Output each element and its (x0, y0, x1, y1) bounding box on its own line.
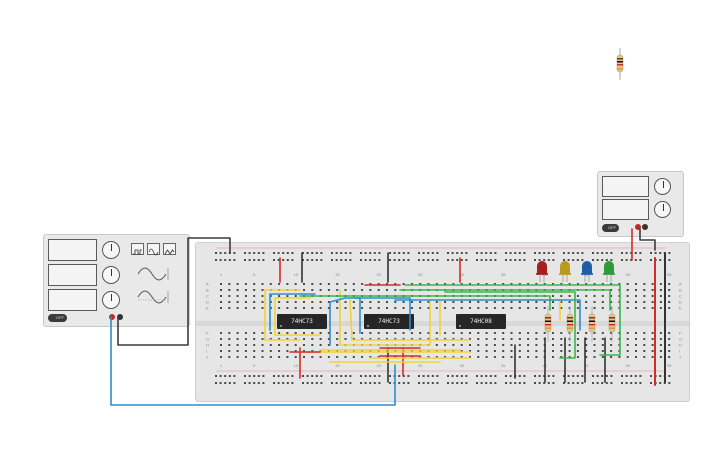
row-letter: I (206, 349, 207, 354)
column-number: 10 (293, 272, 298, 277)
positive-terminal[interactable] (635, 224, 641, 230)
row-letter: B (679, 288, 682, 293)
sine-wave-button[interactable] (147, 243, 160, 256)
column-number: 1 (220, 272, 223, 277)
current-display (602, 199, 649, 220)
row-letter: D (679, 300, 682, 305)
column-number: 15 (335, 272, 340, 277)
fg-negative-terminal[interactable] (117, 314, 123, 320)
column-number: 10 (293, 363, 298, 368)
column-number: 55 (667, 272, 672, 277)
display-offset (48, 289, 97, 311)
column-number: 45 (584, 363, 589, 368)
voltage-display (602, 176, 649, 197)
row-letter: J (206, 355, 208, 360)
ic-chip-3[interactable]: 74HC08 (456, 314, 506, 329)
column-number: 1 (220, 363, 223, 368)
column-number: 20 (376, 272, 381, 277)
column-number: 15 (335, 363, 340, 368)
column-number: 40 (542, 363, 547, 368)
column-number: 5 (253, 363, 256, 368)
row-letter: H (679, 343, 682, 348)
display-amplitude (48, 264, 97, 286)
row-letter: A (206, 282, 209, 287)
column-number: 55 (667, 363, 672, 368)
column-number: 30 (459, 363, 464, 368)
row-letter: G (679, 337, 682, 342)
column-number: 35 (501, 272, 506, 277)
row-letter: B (206, 288, 209, 293)
sine-wave-icon (148, 248, 159, 256)
square-wave-icon (133, 249, 142, 255)
power-supply[interactable]: OFF (597, 171, 684, 237)
triangle-wave-button[interactable] (163, 243, 176, 255)
negative-terminal[interactable] (642, 224, 648, 230)
row-letter: E (679, 306, 682, 311)
column-number: 40 (542, 272, 547, 277)
function-generator-toggle[interactable]: OFF (48, 314, 67, 322)
waveform-sine-icon (137, 267, 169, 281)
column-number: 25 (418, 363, 423, 368)
amplitude-knob[interactable] (102, 266, 120, 284)
fg-positive-terminal[interactable] (109, 314, 115, 320)
row-letter: G (206, 337, 209, 342)
row-letter: H (206, 343, 209, 348)
column-number: 50 (625, 272, 630, 277)
column-number: 25 (418, 272, 423, 277)
column-number: 50 (625, 363, 630, 368)
column-number: 45 (584, 272, 589, 277)
function-generator[interactable]: OFF (43, 234, 190, 327)
display-frequency (48, 239, 97, 261)
ic-chip-1[interactable]: 74HC73 (277, 314, 327, 329)
row-letter: I (679, 349, 680, 354)
row-letter: F (679, 331, 682, 336)
triangle-wave-icon (164, 249, 175, 255)
row-letter: D (206, 300, 209, 305)
row-letter: C (679, 294, 682, 299)
row-letter: E (206, 306, 209, 311)
row-letter: A (679, 282, 682, 287)
row-letter: C (206, 294, 209, 299)
waveform-offset-icon (137, 290, 169, 304)
frequency-knob[interactable] (102, 241, 120, 259)
column-number: 5 (253, 272, 256, 277)
offset-knob[interactable] (102, 291, 120, 309)
power-supply-toggle[interactable]: OFF (602, 224, 619, 232)
row-letter: J (679, 355, 681, 360)
row-letter: F (206, 331, 209, 336)
loose-resistor[interactable] (614, 48, 626, 80)
column-number: 35 (501, 363, 506, 368)
column-number: 30 (459, 272, 464, 277)
breadboard-holes: 1155101015152020252530303535404045455050… (206, 247, 682, 384)
voltage-knob[interactable] (654, 178, 671, 195)
ic-chip-2[interactable]: 74HC73 (364, 314, 414, 329)
square-wave-button[interactable] (131, 243, 144, 255)
current-knob[interactable] (654, 201, 671, 218)
column-number: 20 (376, 363, 381, 368)
